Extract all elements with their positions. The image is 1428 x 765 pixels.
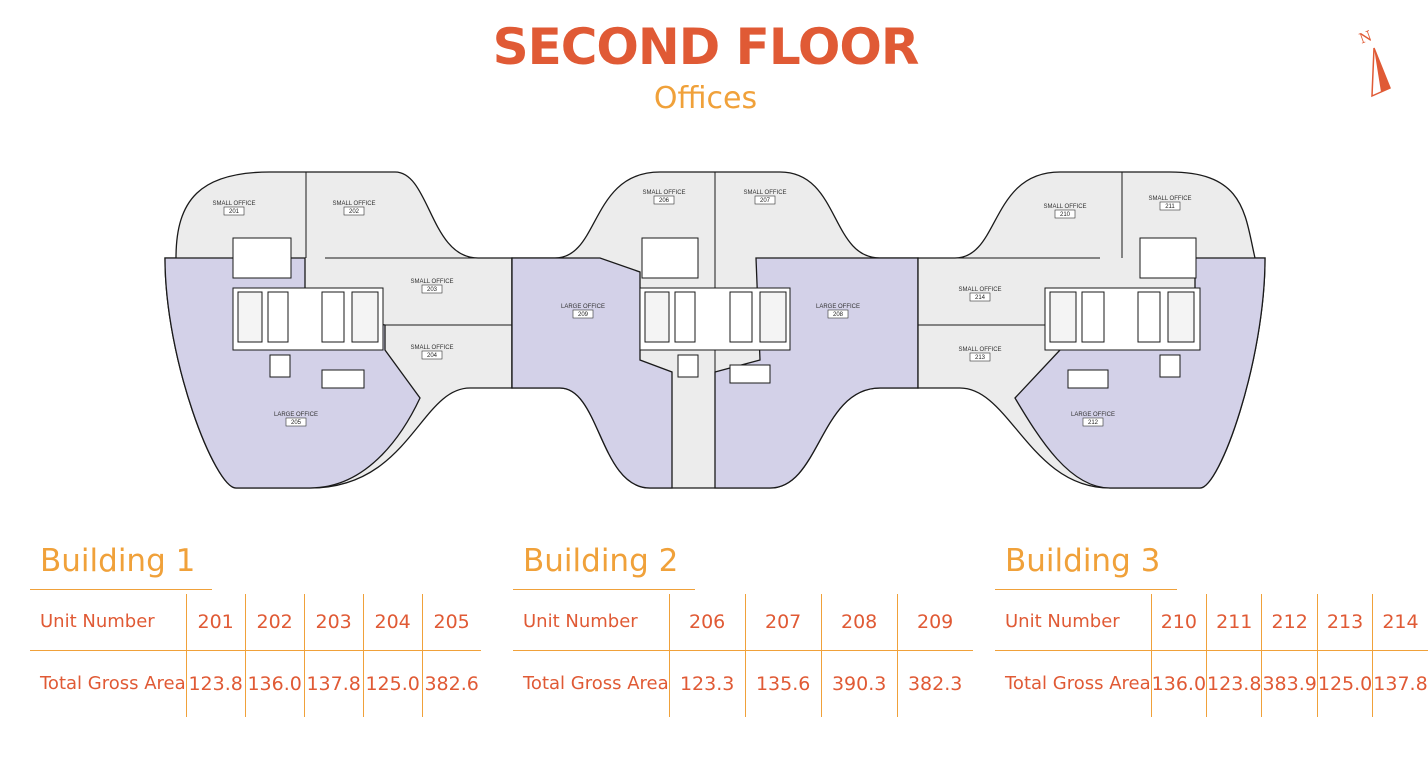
- room-type-label: SMALL OFFICE: [410, 279, 453, 285]
- plan-cores: [232, 237, 1201, 389]
- gross-area-cell: 136.0: [1150, 650, 1207, 717]
- gross-area-cell: 123.8: [1206, 650, 1262, 717]
- building-title: Building 3: [995, 540, 1177, 590]
- unit-number-label: Unit Number: [513, 594, 670, 651]
- gross-area-cell: 136.0: [244, 650, 305, 717]
- floor-plan: SMALL OFFICE 201 SMALL OFFICE 202 SMALL …: [164, 171, 1266, 489]
- unit-number-cell: 212: [1261, 594, 1318, 651]
- room-number: 205: [291, 420, 302, 426]
- unit-number-cell: 205: [421, 594, 481, 651]
- unit-number-cell: 206: [668, 594, 746, 651]
- building-title: Building 1: [30, 540, 212, 590]
- gross-area-label: Total Gross Area: [40, 673, 186, 694]
- gross-area-cell: 135.6: [744, 650, 822, 717]
- gross-area-row: Total Gross Area 123.3 135.6 390.3 382.3: [513, 650, 973, 717]
- room-type-label: LARGE OFFICE: [561, 304, 605, 310]
- gross-area-cell: 382.6: [421, 650, 481, 717]
- room-number: 209: [578, 312, 589, 318]
- room-type-label: LARGE OFFICE: [816, 304, 860, 310]
- unit-number-row: Unit Number 210 211 212 213 214: [995, 594, 1428, 651]
- room-number: 203: [427, 287, 438, 293]
- room-type-label: SMALL OFFICE: [332, 201, 375, 207]
- page-subtitle: Offices: [653, 81, 758, 116]
- unit-number-label: Unit Number: [30, 594, 187, 651]
- gross-area-cell: 383.9: [1261, 650, 1318, 717]
- building-1-table: Unit Number 201 202 203 204 205 Total Gr…: [30, 594, 481, 717]
- room-number: 208: [833, 312, 844, 318]
- room-number: 204: [427, 353, 438, 359]
- room-type-label: SMALL OFFICE: [1043, 204, 1086, 210]
- room-number: 214: [975, 295, 986, 301]
- building-2-section: Building 2 Unit Number 206 207 208 209 T…: [513, 540, 973, 717]
- gross-area-cell: 137.8: [303, 650, 364, 717]
- room-number: 212: [1088, 420, 1099, 426]
- unit-number-label: Unit Number: [995, 594, 1152, 651]
- page-title: SECOND FLOOR: [492, 18, 920, 76]
- unit-number-cell: 213: [1316, 594, 1373, 651]
- unit-number-cell: 204: [362, 594, 423, 651]
- building-3-table: Unit Number 210 211 212 213 214 Total Gr…: [995, 594, 1428, 717]
- building-title: Building 2: [513, 540, 695, 590]
- building-2-table: Unit Number 206 207 208 209 Total Gross …: [513, 594, 973, 717]
- unit-number-cell: 214: [1372, 594, 1428, 651]
- room-type-label: LARGE OFFICE: [274, 412, 318, 418]
- unit-number-cell: 207: [744, 594, 822, 651]
- unit-number-cell: 210: [1150, 594, 1207, 651]
- unit-number-cell: 203: [303, 594, 364, 651]
- room-number: 213: [975, 355, 986, 361]
- gross-area-cell: 125.0: [1316, 650, 1373, 717]
- room-type-label: SMALL OFFICE: [958, 347, 1001, 353]
- gross-area-cell: 382.3: [896, 650, 973, 717]
- room-labels: SMALL OFFICE 201 SMALL OFFICE 202 SMALL …: [212, 190, 1192, 427]
- gross-area-row: Total Gross Area 136.0 123.8 383.9 125.0…: [995, 650, 1428, 717]
- gross-area-row: Total Gross Area 123.8 136.0 137.8 125.0…: [30, 650, 481, 717]
- unit-number-cell: 209: [896, 594, 973, 651]
- room-type-label: SMALL OFFICE: [743, 190, 786, 196]
- room-type-label: LARGE OFFICE: [1071, 412, 1115, 418]
- building-3-section: Building 3 Unit Number 210 211 212 213 2…: [995, 540, 1428, 717]
- gross-area-label: Total Gross Area: [1005, 673, 1151, 694]
- room-type-label: SMALL OFFICE: [958, 287, 1001, 293]
- unit-number-cell: 202: [244, 594, 305, 651]
- room-number: 202: [349, 209, 360, 215]
- room-number: 206: [659, 198, 670, 204]
- room-type-label: SMALL OFFICE: [642, 190, 685, 196]
- gross-area-cell: 390.3: [820, 650, 898, 717]
- unit-number-cell: 208: [820, 594, 898, 651]
- north-arrow-icon: N: [1357, 28, 1391, 98]
- unit-number-cell: 211: [1206, 594, 1262, 651]
- room-number: 207: [760, 198, 771, 204]
- room-number: 211: [1165, 204, 1175, 210]
- building-1-section: Building 1 Unit Number 201 202 203 204 2…: [30, 540, 481, 717]
- gross-area-cell: 137.8: [1372, 650, 1428, 717]
- gross-area-cell: 123.3: [668, 650, 746, 717]
- gross-area-cell: 123.8: [185, 650, 246, 717]
- gross-area-cell: 125.0: [362, 650, 423, 717]
- unit-number-cell: 201: [185, 594, 246, 651]
- room-type-label: SMALL OFFICE: [410, 345, 453, 351]
- room-type-label: SMALL OFFICE: [1148, 196, 1191, 202]
- room-type-label: SMALL OFFICE: [212, 201, 255, 207]
- room-number: 210: [1060, 212, 1071, 218]
- room-number: 201: [229, 209, 240, 215]
- unit-number-row: Unit Number 206 207 208 209: [513, 594, 973, 651]
- unit-number-row: Unit Number 201 202 203 204 205: [30, 594, 481, 651]
- north-label: N: [1357, 28, 1374, 47]
- gross-area-label: Total Gross Area: [523, 673, 669, 694]
